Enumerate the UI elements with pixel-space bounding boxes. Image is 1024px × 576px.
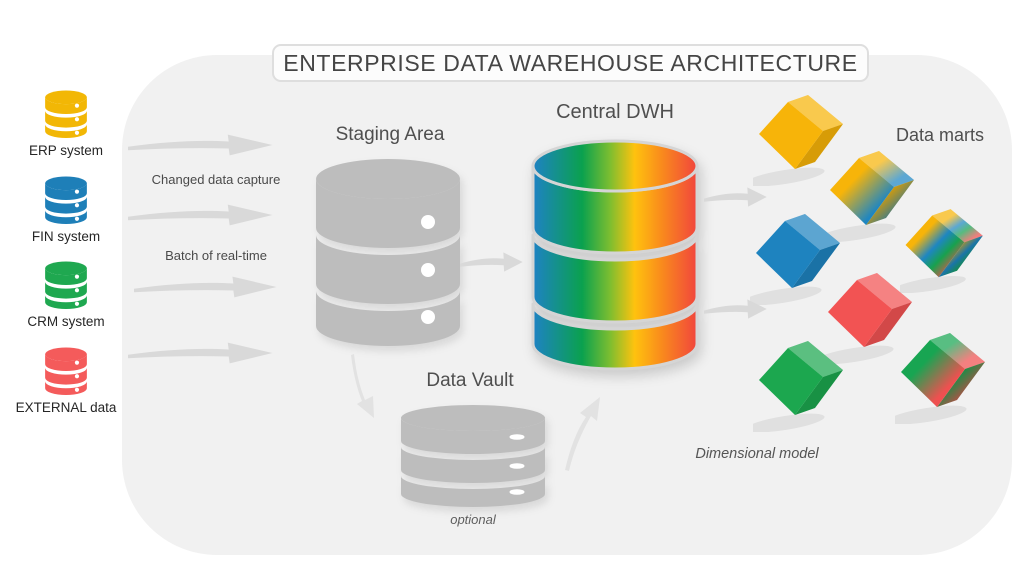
staging-area-label: Staging Area — [335, 124, 445, 145]
central-dwh-label: Central DWH — [556, 101, 674, 123]
central-dwh-database-icon — [531, 139, 699, 371]
data-mart-cube-red — [822, 273, 912, 364]
source-item-crm: CRM system — [12, 261, 120, 329]
data-vault-label: Data Vault — [426, 370, 514, 391]
data-mart-cube-green-red — [895, 333, 985, 424]
source-item-erp: ERP system — [12, 90, 120, 158]
source-label: ERP system — [28, 143, 104, 158]
flow-arrow-vault-to-central — [565, 397, 600, 471]
diagram-title: ENTERPRISE DATA WAREHOUSE ARCHITECTURE — [283, 49, 858, 76]
data-vault-database-icon — [401, 405, 545, 507]
data-mart-cube-yellow-blue — [824, 151, 914, 242]
flow-label-batch-of-real-time: Batch of real-time — [165, 248, 267, 263]
source-item-external: EXTERNAL data — [12, 347, 120, 415]
flow-arrow-fin-to-staging — [128, 204, 273, 226]
diagram-title-box: ENTERPRISE DATA WAREHOUSE ARCHITECTURE — [272, 44, 869, 82]
data-mart-cube-yellow — [753, 95, 843, 186]
data-mart-cube-green — [753, 341, 843, 432]
flow-label-changed-data-capture: Changed data capture — [151, 172, 281, 187]
source-label: CRM system — [27, 314, 105, 329]
source-label: FIN system — [31, 229, 101, 244]
data-mart-cube-rainbow — [900, 209, 983, 293]
dimensional-model-note: Dimensional model — [695, 446, 819, 462]
database-icon — [45, 90, 87, 138]
flow-arrow-central-to-marts-bottom — [704, 299, 767, 319]
staging-area-database-icon — [316, 159, 460, 346]
data-marts-label: Data marts — [895, 125, 985, 145]
database-icon — [45, 347, 87, 395]
database-icon — [45, 261, 87, 309]
data-mart-cube-blue — [750, 214, 840, 305]
flow-arrow-staging-to-vault — [351, 354, 374, 418]
database-icon — [45, 176, 87, 224]
source-label: EXTERNAL data — [15, 400, 117, 415]
flow-arrow-staging-to-central — [460, 252, 523, 272]
flow-arrow-crm-to-staging — [134, 276, 277, 298]
optional-note: optional — [450, 512, 496, 527]
flow-arrow-external-to-staging — [128, 342, 273, 364]
flow-arrow-erp-to-staging — [128, 134, 273, 156]
flow-arrow-central-to-marts-top — [704, 187, 767, 207]
source-item-fin: FIN system — [12, 176, 120, 244]
